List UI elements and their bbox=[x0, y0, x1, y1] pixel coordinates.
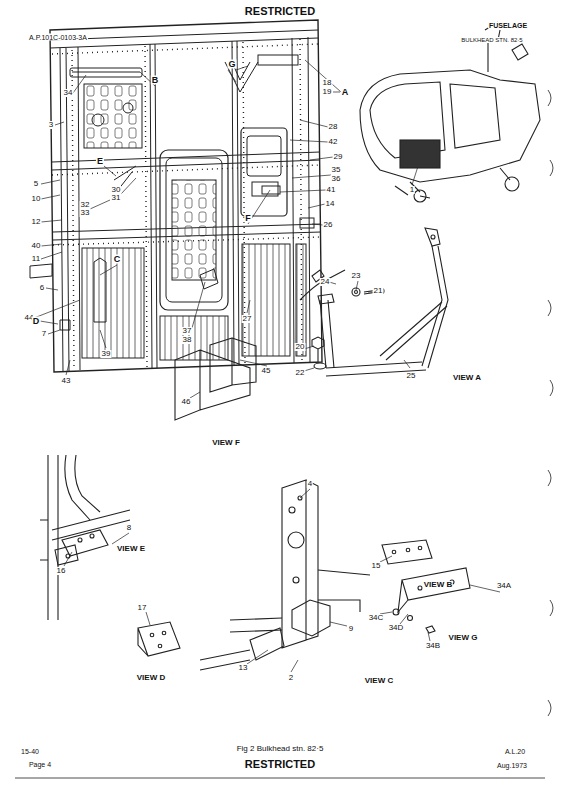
callout-number: 41 bbox=[326, 186, 337, 194]
callout-number: F bbox=[244, 214, 252, 223]
view-title: VIEW G bbox=[448, 634, 479, 642]
callout-number: 15 bbox=[371, 562, 382, 570]
callout-number: 22 bbox=[295, 369, 306, 377]
brackets-view-f bbox=[175, 338, 256, 420]
callout-number: 8 bbox=[126, 524, 132, 532]
callout-number: A bbox=[341, 88, 350, 97]
callout-number: 31 bbox=[111, 194, 122, 202]
callout-number: 34B bbox=[425, 642, 441, 650]
callout-number: 27 bbox=[242, 315, 253, 323]
page-text: RESTRICTED bbox=[244, 6, 316, 17]
strut-view-a bbox=[300, 228, 448, 376]
view-title: VIEW C bbox=[364, 677, 394, 685]
helicopter-sketch bbox=[360, 22, 540, 202]
view-title: VIEW B bbox=[423, 581, 453, 589]
callout-number: 20 bbox=[295, 343, 306, 351]
angle-view-g bbox=[393, 568, 470, 633]
callout-number: 23 bbox=[351, 272, 362, 280]
callout-number: 24 bbox=[320, 278, 331, 286]
callout-number: 34C bbox=[368, 614, 385, 622]
callout-number: 21 bbox=[373, 287, 384, 295]
page-text: A.L.20 bbox=[504, 748, 526, 755]
callout-number: 39 bbox=[101, 350, 112, 358]
callout-number: 9 bbox=[348, 625, 354, 633]
callout-number: 2 bbox=[288, 674, 294, 682]
callout-number: 38 bbox=[182, 336, 193, 344]
bracket-view-d bbox=[138, 622, 180, 656]
callout-number: 10 bbox=[31, 195, 42, 203]
callout-number: 16 bbox=[56, 567, 67, 575]
callout-number: 4 bbox=[307, 480, 313, 488]
callout-number: 30 bbox=[111, 186, 122, 194]
callout-number: 11 bbox=[31, 255, 41, 263]
callout-number: 29 bbox=[333, 153, 344, 161]
page-text: RESTRICTED bbox=[244, 759, 316, 770]
bulkhead-panel bbox=[30, 20, 322, 372]
callout-number: 19 bbox=[322, 88, 333, 96]
callout-number: D bbox=[32, 317, 41, 326]
page-text: 15-40 bbox=[20, 748, 40, 755]
callout-number: 43 bbox=[61, 377, 72, 385]
view-title: VIEW A bbox=[452, 374, 482, 382]
view-title: VIEW F bbox=[211, 439, 241, 447]
callout-number: 28 bbox=[328, 123, 339, 131]
callout-number: 26 bbox=[323, 221, 334, 229]
callout-number: 35 bbox=[331, 166, 342, 174]
leader-lines bbox=[34, 60, 500, 672]
callout-number: 37 bbox=[182, 327, 193, 335]
callout-number: 13 bbox=[238, 664, 249, 672]
callout-number: 7 bbox=[41, 330, 47, 338]
page-text: A.P.101C-0103-3A bbox=[28, 34, 88, 41]
page-text: FUSELAGE bbox=[488, 22, 528, 29]
detail-view-e bbox=[40, 455, 130, 620]
callout-number: 3 bbox=[48, 121, 54, 129]
callout-number: 32 bbox=[80, 201, 91, 209]
callout-number: E bbox=[96, 157, 104, 166]
callout-number: 6 bbox=[39, 284, 45, 292]
figure-caption: Fig 2 Bulkhead stn. 82·5 bbox=[236, 745, 325, 753]
callout-number: C bbox=[113, 255, 122, 264]
callout-number: 46 bbox=[181, 398, 192, 406]
page-text: BULKHEAD STN. 82·5 bbox=[460, 37, 523, 43]
callout-number: 5 bbox=[33, 180, 39, 188]
callout-number: 17 bbox=[137, 604, 148, 612]
page-rules bbox=[15, 90, 553, 778]
plate-view-b bbox=[382, 540, 432, 564]
callout-number: 14 bbox=[325, 200, 336, 208]
callout-number: G bbox=[227, 60, 236, 69]
callout-number: 1 bbox=[409, 186, 415, 194]
callout-number: 36 bbox=[331, 175, 342, 183]
page-text: Page 4 bbox=[28, 761, 52, 768]
view-title: VIEW E bbox=[116, 545, 146, 553]
callout-number: B bbox=[151, 76, 160, 85]
callout-number: 42 bbox=[328, 138, 339, 146]
callout-number: 40 bbox=[31, 242, 42, 250]
detail-view-c bbox=[200, 480, 370, 670]
callout-number: 25 bbox=[406, 372, 417, 380]
callout-number: 12 bbox=[31, 218, 42, 226]
callout-number: 34A bbox=[496, 582, 512, 590]
callout-number: 18 bbox=[322, 79, 333, 87]
callout-number: 33 bbox=[80, 209, 91, 217]
callout-number: 45 bbox=[261, 367, 272, 375]
callout-number: 34D bbox=[388, 624, 405, 632]
view-title: VIEW D bbox=[136, 674, 166, 682]
page-text: Aug.1973 bbox=[496, 762, 528, 769]
callout-number: 34 bbox=[63, 89, 74, 97]
